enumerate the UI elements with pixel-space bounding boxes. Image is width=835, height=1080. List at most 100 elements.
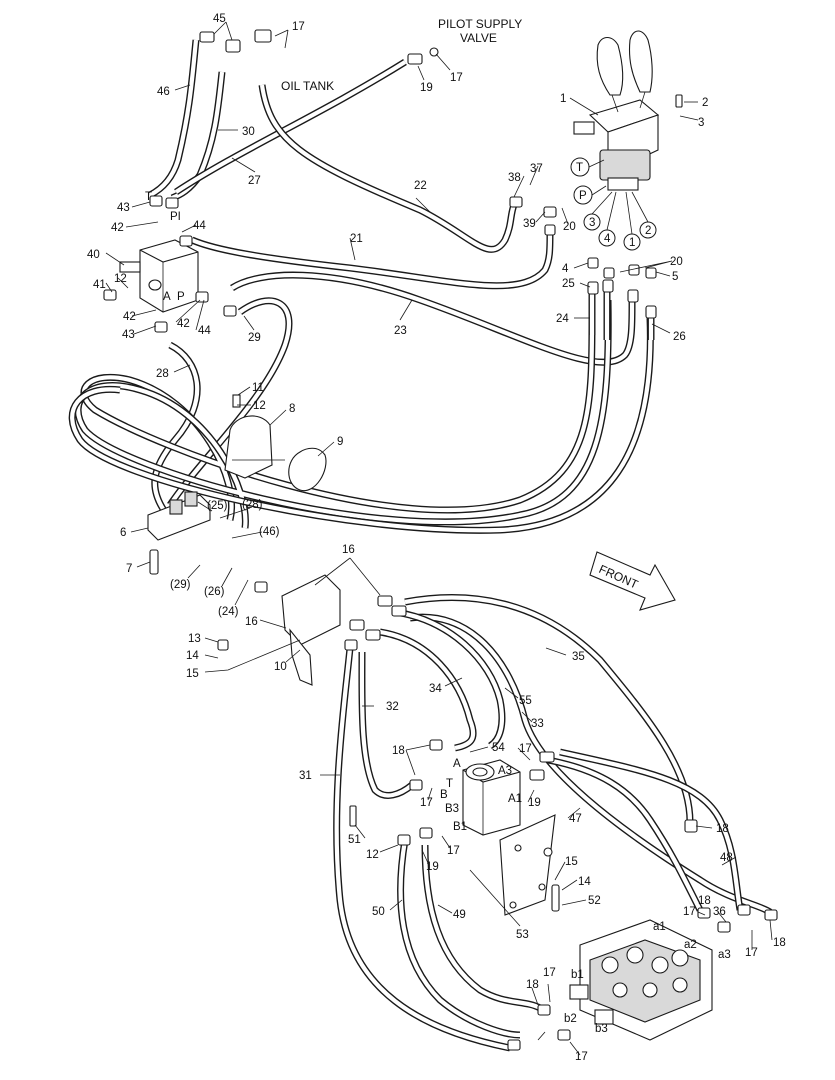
control-valve-bank [569,919,713,1041]
callout-number: 44 [198,325,211,337]
leader-lines [105,21,773,1056]
port-letter: b1 [571,969,584,981]
callout-number: 36 [713,906,726,918]
callout-number: 42 [111,222,124,234]
callout-number: 18 [526,979,539,991]
callout-number: 30 [242,126,255,138]
callout-number: 15 [565,856,578,868]
circled-port-1: 1 [629,237,635,249]
callout-number: 16 [245,616,258,628]
callout-number: 19 [528,797,541,809]
callout-number: 47 [569,813,582,825]
callout-number: 53 [516,929,529,941]
port-letter: B [440,789,448,801]
callout-number: 11 [252,382,264,394]
callout-number: 20 [563,221,576,233]
callout-number: 55 [519,695,532,707]
port-letter: T [446,778,453,790]
callout-number: 12 [253,400,266,412]
port-letter: T [145,191,152,203]
callout-number: (26) [204,586,225,598]
callout-number: 43 [122,329,135,341]
callout-number: 17 [543,967,556,979]
callout-number: 3 [698,117,704,129]
port-letter: B1 [453,821,467,833]
callout-number: (25) [207,500,228,512]
callout-number: 12 [114,273,127,285]
port-letter: a1 [653,921,666,933]
callout-number: 18 [392,745,405,757]
callout-number: 17 [292,21,305,33]
callout-number: 39 [523,218,536,230]
callout-number: 17 [575,1051,588,1063]
callout-number: 17 [420,797,433,809]
bulkhead-plate [281,574,341,686]
circled-port-markers [570,157,657,251]
callout-number: 9 [337,436,343,448]
callout-number: 18 [716,823,729,835]
callout-number: 35 [572,651,585,663]
port-letter: B3 [445,803,459,815]
callout-number: 4 [562,263,569,275]
callout-number: 17 [745,947,758,959]
callout-number: 14 [578,876,591,888]
callout-number: 18 [698,895,711,907]
callout-number: 19 [426,861,439,873]
callout-number: 12 [366,849,379,861]
callout-number: 10 [274,661,287,673]
callout-number: 49 [453,909,466,921]
callout-number: 38 [508,172,521,184]
callout-number: 40 [87,249,100,261]
callout-number: 1 [560,93,566,105]
callout-number: 51 [348,834,361,846]
callout-number: 44 [193,220,206,232]
headings: PILOT SUPPLY VALVE OIL TANK FRONT [281,17,641,592]
callout-number: 43 [117,202,130,214]
circled-port-4: 4 [604,233,611,245]
callout-number: (29) [170,579,191,591]
callout-number: 13 [188,633,201,645]
callout-number: 32 [386,701,399,713]
callout-number: 7 [126,563,132,575]
callout-number: 45 [213,13,226,25]
callout-number: 16 [342,544,355,556]
callout-number: 21 [350,233,363,245]
callout-number: 41 [93,279,106,291]
circled-port-T: T [576,162,583,174]
callout-number: 52 [588,895,601,907]
callout-number: 37 [530,163,543,175]
callout-number: 17 [519,743,532,755]
callout-number: 23 [394,325,407,337]
part-callouts: 45 17 17 46 30 19 1 2 3 27 22 38 37 43 4… [87,13,786,1063]
port-letter: PI [170,211,181,223]
callout-number: 6 [120,527,126,539]
front-arrow [589,551,676,611]
callout-number: 17 [683,906,696,918]
callout-number: 15 [186,668,199,680]
callout-number: 42 [177,318,190,330]
port-letter: b3 [595,1023,608,1035]
pilot-supply-valve [573,30,660,191]
callout-number: 33 [531,718,544,730]
callout-number: 5 [672,271,678,283]
callout-number: (28) [242,499,263,511]
solenoid-block [119,239,199,313]
pilot-supply-heading-line2: VALVE [460,31,497,45]
callout-number: 2 [702,97,708,109]
port-letter: A [453,758,461,770]
callout-number: 46 [157,86,170,98]
port-letter: A [163,291,171,303]
mount-bracket [499,814,560,916]
port-letter: a2 [684,939,697,951]
oil-tank-label: OIL TANK [281,79,334,93]
callout-number: 28 [156,368,169,380]
callout-number: 48 [720,852,733,864]
callout-number: 29 [248,332,261,344]
port-letter: b2 [564,1013,577,1025]
circled-port-labels: T P 3 4 1 2 [576,162,651,249]
callout-number: 26 [673,331,686,343]
fittings [103,29,778,1051]
callout-number: 50 [372,906,385,918]
callout-number: (46) [259,526,280,538]
